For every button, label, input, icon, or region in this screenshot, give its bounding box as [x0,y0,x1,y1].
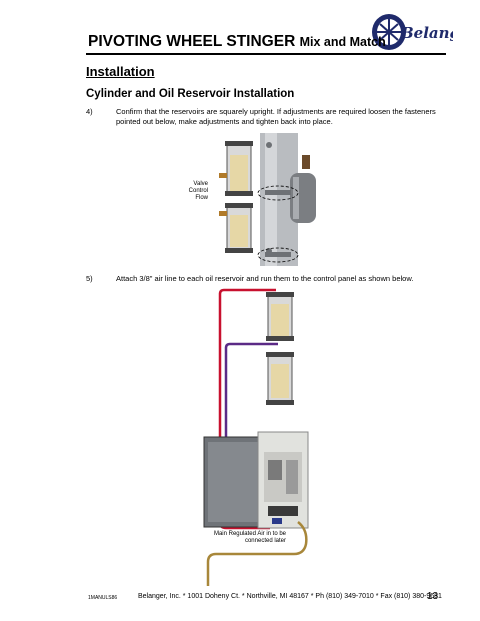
air-line-figure [203,288,309,586]
belanger-logo: Belanger [372,14,453,50]
reservoir-figure [219,133,316,266]
doc-code: 1MANULS86 [88,595,118,601]
page-number: 13 [427,591,439,602]
title-rule [86,53,446,55]
section-title: Installation [86,64,155,79]
subsection-title: Cylinder and Oil Reservoir Installation [86,88,295,100]
logo-text: Belanger [400,24,453,42]
step-text: Attach 3/8" air line to each oil reservo… [116,274,414,283]
main-air-label: Main Regulated Air in to be connected la… [213,531,286,544]
step-number: 4) [86,107,93,116]
company-info: Belanger, Inc. * 1001 Doheny Ct. * North… [138,593,442,600]
step-text: Confirm that the reservoirs are squarely… [116,107,436,126]
title-sub: Mix and Match [299,35,386,49]
step-number: 5) [86,274,93,283]
page-title: PIVOTING WHEEL STINGER Mix and Match [88,33,386,51]
valve-control-label: Valve Control Flow [188,181,208,201]
title-main: PIVOTING WHEEL STINGER [88,33,296,50]
